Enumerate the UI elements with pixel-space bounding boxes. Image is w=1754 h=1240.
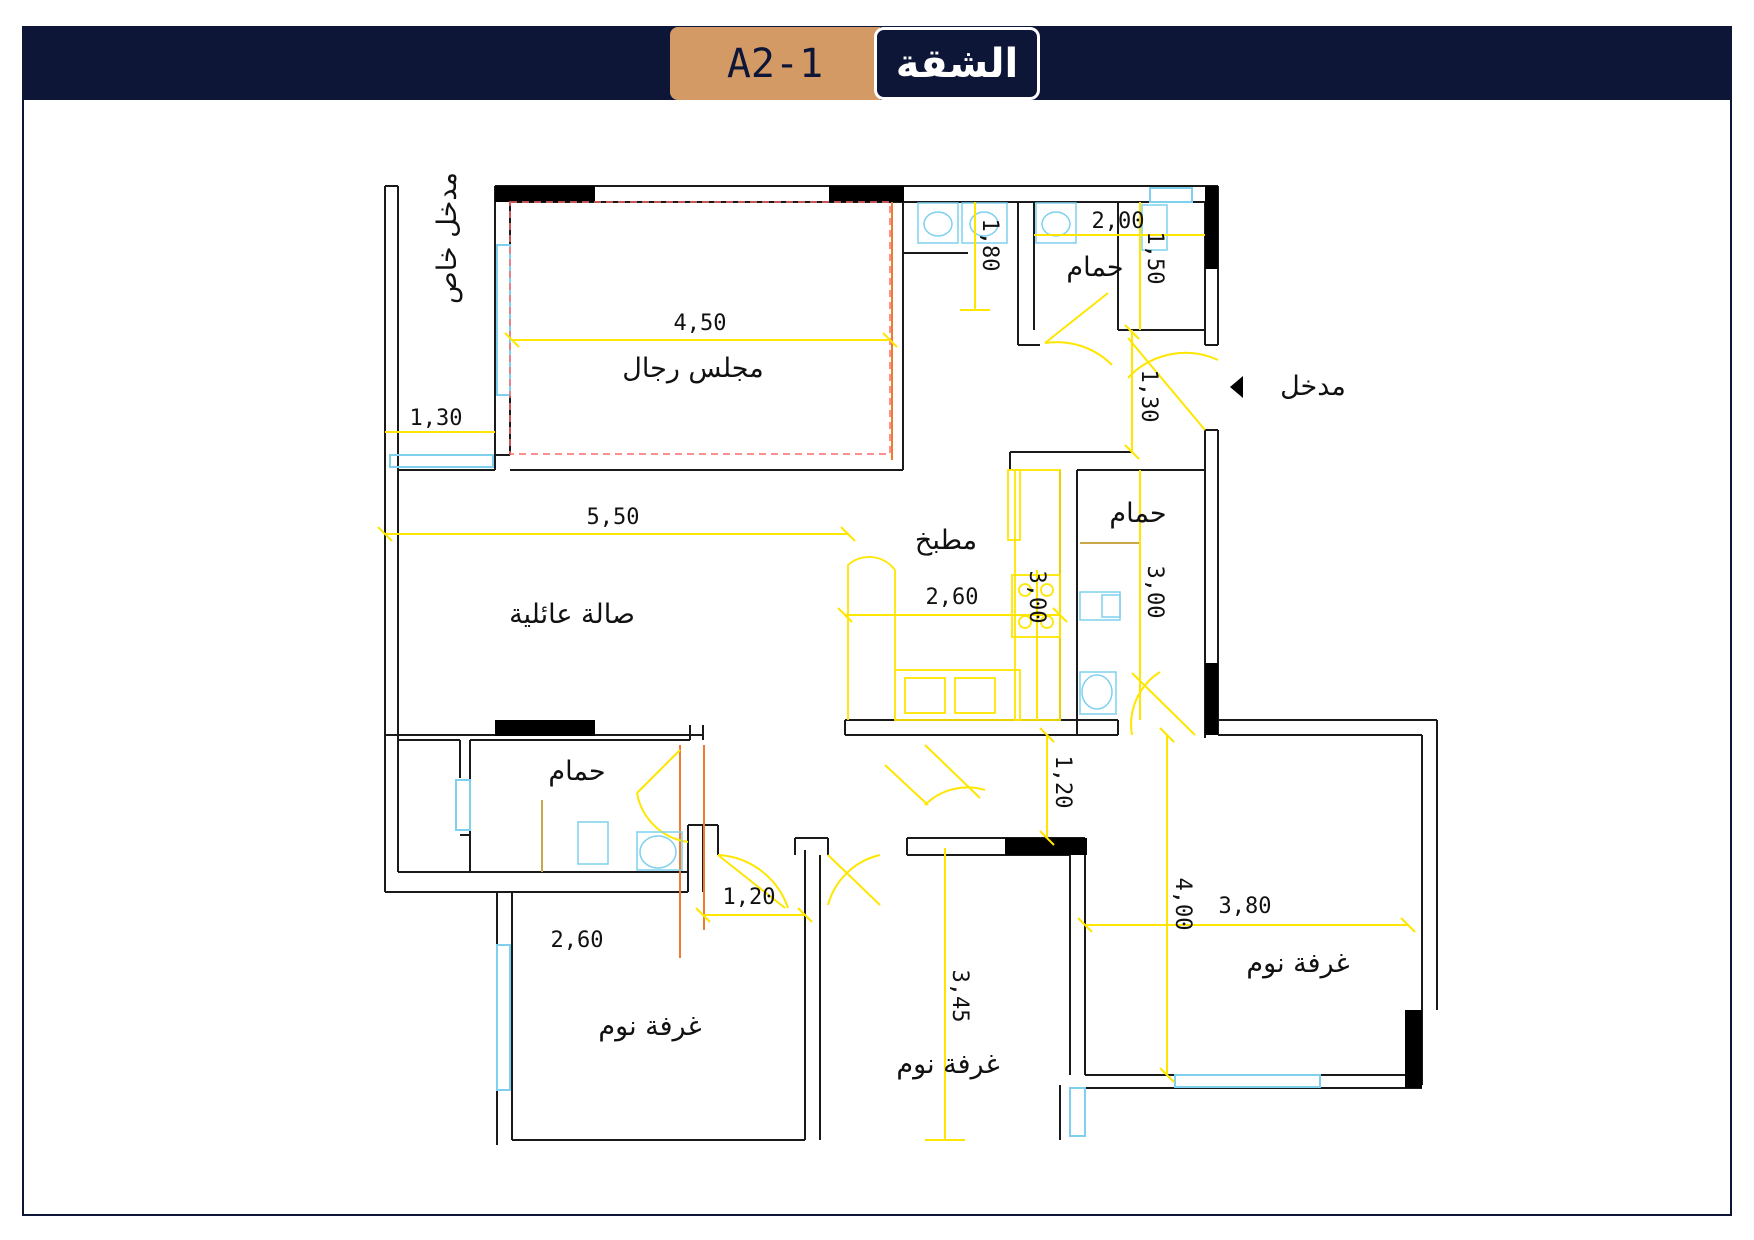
dim-bed-right-w: 3,80 <box>1219 894 1272 919</box>
label-entrance: مدخل <box>1280 371 1346 402</box>
dim-private-entrance-w: 1,30 <box>410 406 463 431</box>
entrance-arrow-icon <box>1230 376 1243 398</box>
dim-bath-top-h: 1,80 <box>977 219 1002 272</box>
dim-corridor-w: 1,20 <box>723 885 776 910</box>
dimension-labels: 4,50 1,80 2,00 1,50 1,30 1,30 5,50 2,60 … <box>410 209 1272 1022</box>
orange-markers <box>679 202 893 958</box>
room-labels: مدخل خاص مجلس رجال حمام مدخل مطبخ حمام ص… <box>432 172 1350 1080</box>
label-bed-left: غرفة نوم <box>598 1011 701 1042</box>
dim-kitchen-depth: 3,00 <box>1024 571 1049 624</box>
dim-bath-top-h2: 1,50 <box>1142 232 1167 285</box>
bath-partitions <box>541 542 1140 872</box>
dim-kitchen-width: 2,60 <box>926 585 979 610</box>
unit-code-tag: A2-1 <box>670 27 880 100</box>
label-bath-mid: حمام <box>1109 498 1166 529</box>
dim-bath-mid-depth: 3,00 <box>1142 566 1167 619</box>
walls <box>384 185 1438 1145</box>
label-kitchen: مطبخ <box>915 525 977 556</box>
door-swings <box>636 292 1219 909</box>
label-bed-right: غرفة نوم <box>1246 948 1349 979</box>
majlis-dashed <box>509 201 891 455</box>
dimension-lines <box>377 202 1416 1141</box>
dim-corridor-h: 1,20 <box>1050 756 1075 809</box>
dim-hall-width: 5,50 <box>587 505 640 530</box>
dim-bed-right-depth: 4,00 <box>1170 878 1195 931</box>
label-bath-top: حمام <box>1066 252 1123 283</box>
label-family-hall: صالة عائلية <box>509 599 635 630</box>
dim-majlis-width: 4,50 <box>674 311 727 336</box>
windows <box>389 187 1321 1137</box>
label-bath-left: حمام <box>548 756 605 787</box>
dim-bed-center-depth: 3,45 <box>947 970 972 1023</box>
label-bed-center: غرفة نوم <box>896 1049 999 1080</box>
fixtures <box>577 202 1168 871</box>
label-private-entrance: مدخل خاص <box>432 172 463 304</box>
unit-label-tag: الشقة <box>874 27 1040 100</box>
dim-entrance-corridor: 1,30 <box>1136 370 1161 423</box>
pillars <box>495 186 1422 1088</box>
label-majlis: مجلس رجال <box>622 353 763 384</box>
dim-bed-left-w: 2,60 <box>551 928 604 953</box>
dim-bath-top-w: 2,00 <box>1092 209 1145 234</box>
